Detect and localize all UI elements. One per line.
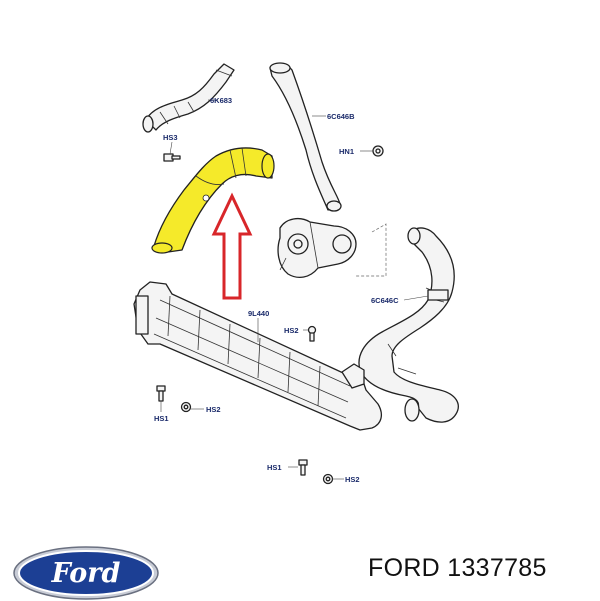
bolt-hs2-left-icon <box>180 401 192 413</box>
hose-6k683 <box>142 63 235 133</box>
label-6k683: 6K683 <box>210 96 232 105</box>
label-hs1-bottom: HS1 <box>267 463 282 472</box>
ford-logo: Ford <box>13 546 159 600</box>
bolt-hs3-icon <box>163 153 181 162</box>
label-hn1: HN1 <box>339 147 354 156</box>
bolt-hs2-bottom-icon <box>322 473 334 485</box>
intercooler-9l440 <box>133 281 383 431</box>
turbocharger <box>277 217 357 279</box>
label-6c646b: 6C646B <box>327 112 355 121</box>
highlighted-hose <box>151 147 275 254</box>
label-hs3: HS3 <box>163 133 178 142</box>
label-6c646c: 6C646C <box>371 296 399 305</box>
ford-logo-text: Ford <box>51 558 121 589</box>
turbo-dashed-outline <box>356 223 387 277</box>
bolt-hs1-left-icon <box>156 385 166 402</box>
nut-hn1-icon <box>372 145 384 157</box>
bolt-hs1-bottom-icon <box>298 459 308 476</box>
label-hs2-left: HS2 <box>206 405 221 414</box>
label-9l440: 9L440 <box>248 309 269 318</box>
label-hs1-left: HS1 <box>154 414 169 423</box>
label-hs2-bottom: HS2 <box>345 475 360 484</box>
pipe-6c646b <box>269 62 342 212</box>
leader-lines <box>160 99 429 480</box>
label-hs2-mid: HS2 <box>284 326 299 335</box>
part-caption: FORD 1337785 <box>368 554 547 582</box>
bolt-hs2-mid-icon <box>307 325 317 342</box>
hose-6c646c <box>358 227 459 423</box>
pointer-arrow <box>211 192 253 300</box>
